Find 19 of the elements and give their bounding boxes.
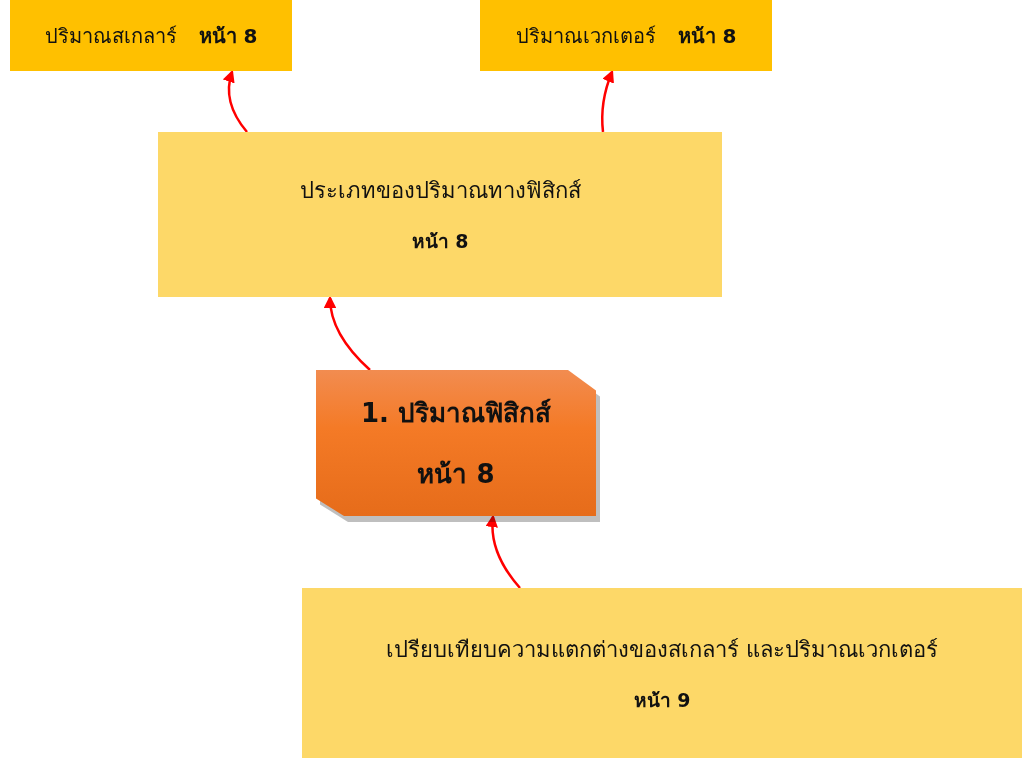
topic-box bbox=[158, 132, 722, 297]
topic-text: ปริมาณเวกเตอร์ bbox=[515, 22, 656, 50]
topic-text: 1. ปริมาณฟิสิกส์ bbox=[361, 397, 551, 430]
label-box bbox=[10, 0, 292, 71]
main-topic-box bbox=[316, 370, 596, 516]
curved-arrow bbox=[324, 295, 371, 371]
page-number: หน้า 8 bbox=[198, 22, 258, 50]
topic-text: เปรียบเทียบความแตกต่างของสเกลาร์ และปริมาณเวกเตอร์ bbox=[386, 635, 938, 664]
topic-text: ปริมาณสเกลาร์ bbox=[44, 22, 177, 50]
page-number: หน้า 8 bbox=[411, 229, 469, 254]
page-number: หน้า 8 bbox=[677, 22, 737, 50]
curved-arrow bbox=[601, 69, 615, 133]
topic-box bbox=[302, 588, 1022, 758]
curved-arrow bbox=[485, 514, 521, 589]
label-box bbox=[480, 0, 772, 71]
topic-text: ประเภทของปริมาณทางฟิสิกส์ bbox=[299, 177, 581, 205]
page-number: หน้า 8 bbox=[417, 458, 495, 491]
page-number: หน้า 9 bbox=[633, 687, 691, 713]
curved-arrow bbox=[223, 69, 248, 133]
